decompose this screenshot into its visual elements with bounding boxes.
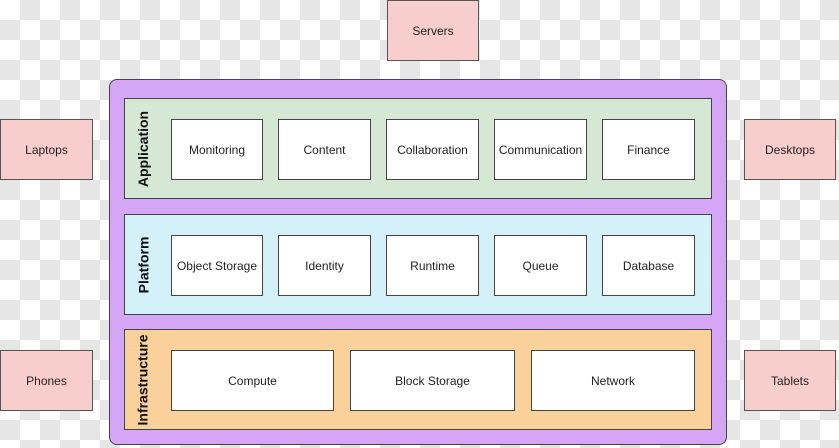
service-block-storage: Block Storage	[350, 350, 515, 411]
service-database: Database	[602, 235, 695, 296]
service-monitoring: Monitoring	[171, 119, 263, 180]
tablets-box: Tablets	[744, 350, 836, 411]
desktops-box: Desktops	[744, 119, 836, 180]
phones-box: Phones	[0, 350, 93, 411]
platform-layer-label: Platform	[135, 236, 152, 293]
service-network: Network	[531, 350, 695, 411]
service-runtime: Runtime	[386, 235, 479, 296]
service-finance: Finance	[602, 119, 695, 180]
service-compute: Compute	[171, 350, 334, 411]
service-queue: Queue	[494, 235, 587, 296]
service-collaboration: Collaboration	[386, 119, 479, 180]
service-communication: Communication	[494, 119, 587, 180]
service-content: Content	[278, 119, 371, 180]
servers-box: Servers	[387, 0, 479, 61]
service-object-storage: Object Storage	[171, 235, 263, 296]
laptops-box: Laptops	[0, 119, 93, 180]
infrastructure-layer-label: Infrastructure	[135, 333, 151, 426]
service-identity: Identity	[278, 235, 371, 296]
application-layer-label: Application	[135, 110, 152, 187]
